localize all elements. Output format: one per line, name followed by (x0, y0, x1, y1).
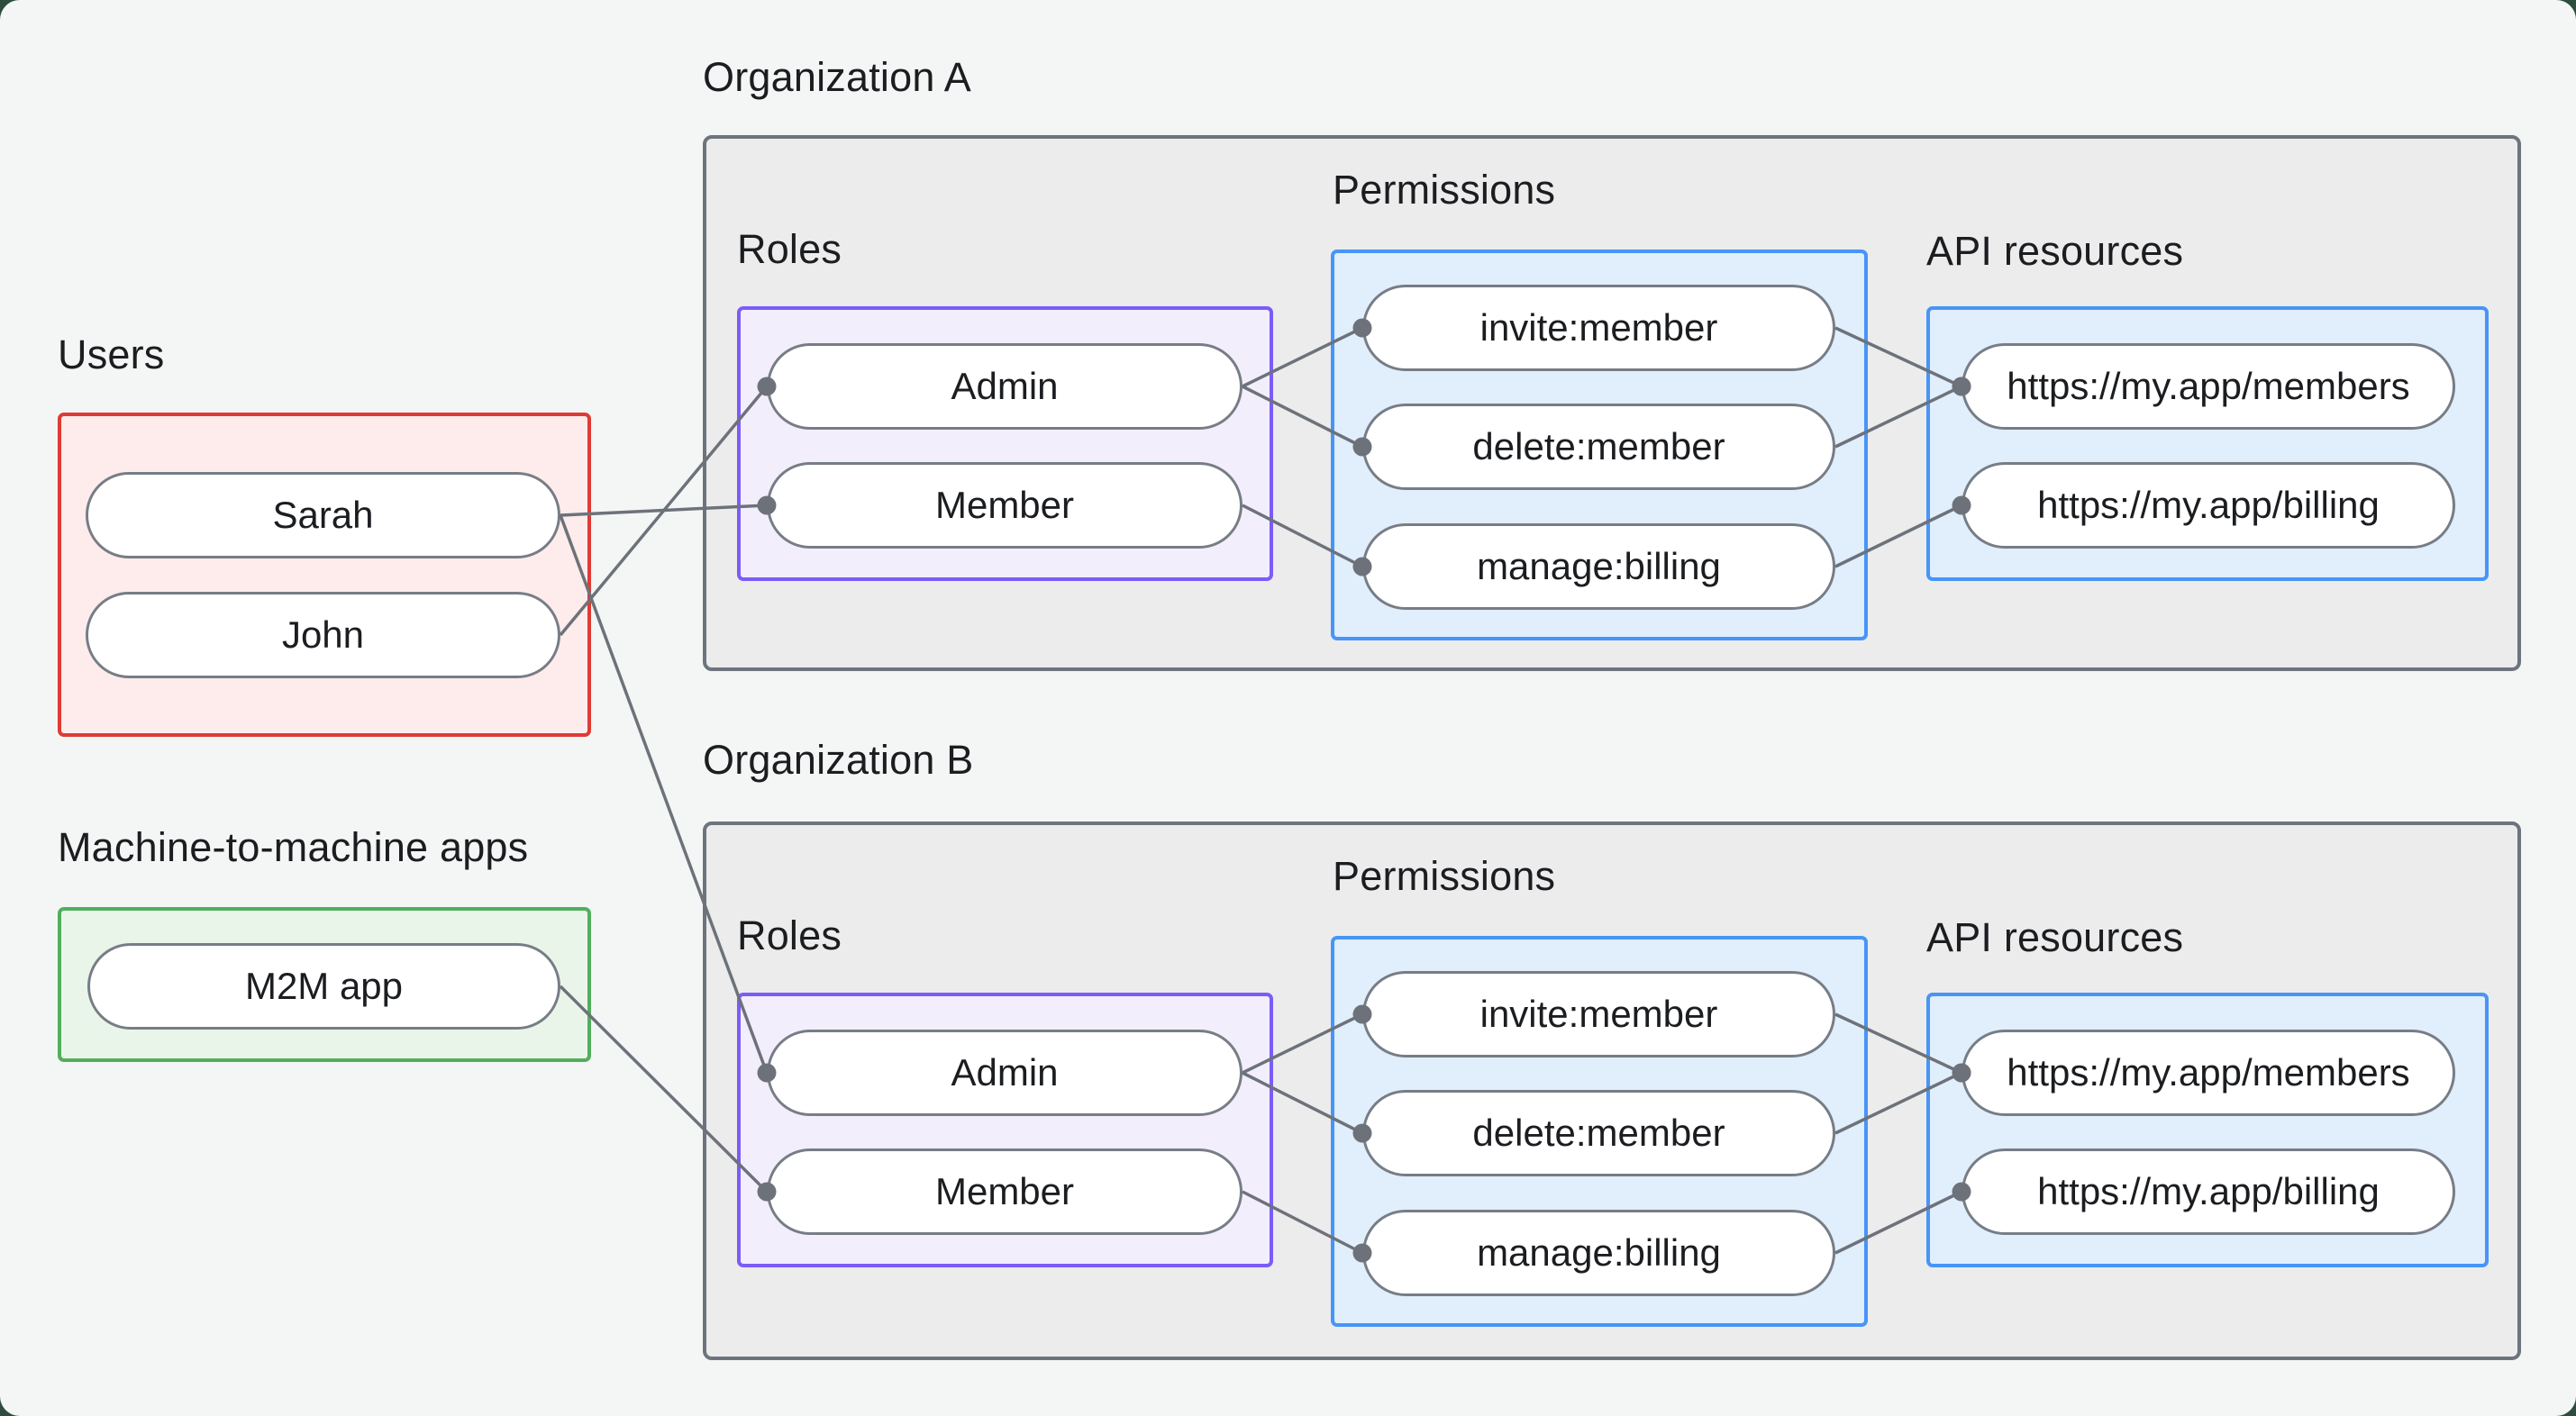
user-pill-john: John (86, 592, 560, 678)
m2m-app-pill: M2M app (87, 943, 560, 1030)
m2m-section-title: Machine-to-machine apps (58, 824, 529, 870)
org-a-permission-pill-delete-member: delete:member (1362, 404, 1835, 490)
org-b-permission-pill-manage-billing: manage:billing (1362, 1210, 1835, 1296)
users-section-title: Users (58, 331, 165, 377)
org-b-permissions-title: Permissions (1333, 853, 1556, 899)
org-b-api-resources-title: API resources (1926, 914, 2184, 960)
org-b-role-pill-member: Member (767, 1148, 1242, 1235)
org-b-api-pill-billing: https://my.app/billing (1962, 1148, 2455, 1235)
org-a-permissions-title: Permissions (1333, 167, 1556, 213)
org-a-api-pill-members: https://my.app/members (1962, 343, 2455, 430)
org-b-permission-pill-invite-member: invite:member (1362, 971, 1835, 1057)
org-a-api-resources-title: API resources (1926, 228, 2184, 274)
user-pill-sarah: Sarah (86, 472, 560, 558)
org-b-title: Organization B (703, 737, 974, 783)
org-a-api-pill-billing: https://my.app/billing (1962, 462, 2455, 549)
org-a-role-pill-member: Member (767, 462, 1242, 549)
org-a-permission-pill-manage-billing: manage:billing (1362, 523, 1835, 610)
org-b-role-pill-admin: Admin (767, 1030, 1242, 1116)
org-a-role-pill-admin: Admin (767, 343, 1242, 430)
users-group-box (58, 413, 591, 737)
org-a-title: Organization A (703, 54, 971, 100)
org-b-roles-title: Roles (737, 912, 842, 958)
org-b-permission-pill-delete-member: delete:member (1362, 1090, 1835, 1176)
org-a-roles-title: Roles (737, 226, 842, 272)
org-a-permission-pill-invite-member: invite:member (1362, 285, 1835, 371)
org-b-api-pill-members: https://my.app/members (1962, 1030, 2455, 1116)
